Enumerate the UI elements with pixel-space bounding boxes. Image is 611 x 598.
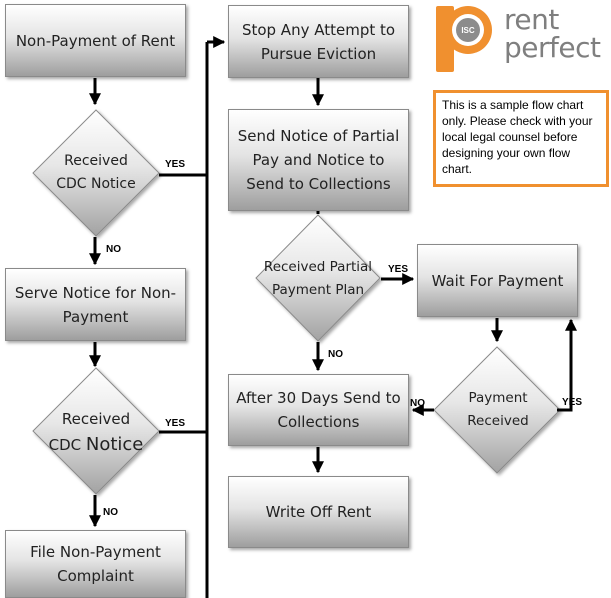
edge-label-yes: YES: [388, 264, 409, 275]
connector-line: [557, 318, 577, 412]
box-after-30-days: After 30 Days Send to Collections: [228, 374, 409, 446]
rent-perfect-logo: ISC rent perfect: [434, 4, 610, 74]
box-label: Stop Any Attempt to Pursue Eviction: [241, 20, 396, 63]
logo-mark-icon: ISC: [436, 6, 492, 72]
edge-label-yes: YES: [165, 159, 186, 170]
box-label: Serve Notice for Non-Payment: [14, 283, 177, 326]
decision-label-cdc1: Received CDC Notice: [56, 153, 136, 192]
disclaimer-note: This is a sample flow chart only. Please…: [433, 90, 609, 187]
logo-word-rent: rent: [504, 3, 559, 36]
edge-label-no: NO: [328, 349, 343, 360]
decision-diamond-cdc1: [32, 109, 160, 237]
logo-mark-text: ISC: [461, 26, 475, 35]
box-label: Write Off Rent: [265, 503, 372, 521]
box-label: Non-Payment of Rent: [15, 31, 176, 50]
decision-label-payment: Payment Received: [467, 390, 529, 429]
box-nonpayment-of-rent: Non-Payment of Rent: [5, 4, 186, 77]
decision-label-cdc2: Received CDC Notice: [48, 410, 144, 455]
box-label: File Non-Payment Complaint: [30, 543, 161, 585]
decision-diamond-payment: [433, 346, 561, 474]
box-file-complaint: File Non-Payment Complaint: [5, 530, 186, 598]
edge-label-no: NO: [410, 398, 425, 409]
logo-word-perfect: perfect: [504, 31, 601, 64]
decision-label-partial: Received Partial Payment Plan: [263, 259, 373, 298]
edge-label-no: NO: [103, 507, 118, 518]
box-label: Wait For Payment: [431, 271, 564, 290]
box-send-notice-partial-pay: Send Notice of Partial Pay and Notice to…: [228, 109, 409, 211]
box-stop-eviction: Stop Any Attempt to Pursue Eviction: [228, 5, 409, 78]
box-label: After 30 Days Send to Collections: [236, 389, 401, 431]
edge-label-yes: YES: [562, 397, 583, 408]
edge-label-no: NO: [106, 244, 121, 255]
decision-diamond-cdc2: [32, 367, 160, 495]
edge-label-yes: YES: [165, 418, 186, 429]
box-write-off-rent: Write Off Rent: [228, 476, 409, 548]
box-label: Send Notice of Partial Pay and Notice to…: [237, 127, 400, 193]
box-serve-notice: Serve Notice for Non-Payment: [5, 268, 186, 341]
disclaimer-text: This is a sample flow chart only. Please…: [442, 98, 593, 176]
box-wait-for-payment: Wait For Payment: [417, 244, 578, 317]
decision-diamond-partial: [255, 214, 381, 342]
